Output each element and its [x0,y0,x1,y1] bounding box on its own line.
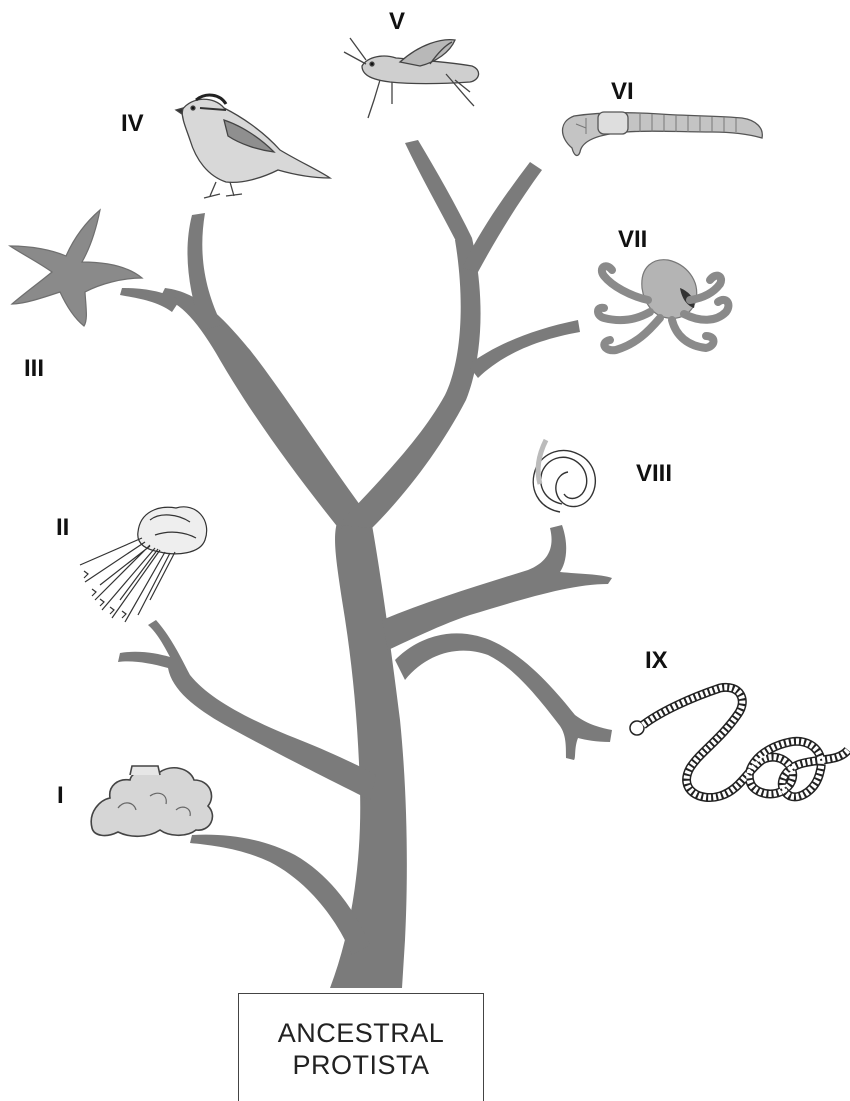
branch-right-main [338,238,481,528]
branch-to-VII [468,320,580,378]
label-IV: IV [121,112,144,136]
jellyfish-icon [80,507,207,622]
ancestral-protista-box: ANCESTRAL PROTISTA [238,993,484,1101]
branch-to-I [190,835,370,955]
label-V: V [389,10,405,34]
label-IX: IX [645,649,668,673]
evolution-tree [118,140,612,988]
branch-to-V [405,140,472,245]
roundworm-icon [533,440,595,512]
branch-to-IX [395,633,612,760]
bird-icon [176,95,330,198]
label-VII: VII [618,228,647,252]
root-label-line1: ANCESTRAL [278,1018,445,1050]
earthworm-icon [563,112,763,155]
label-VIII: VIII [636,462,672,486]
root-label-line2: PROTISTA [292,1050,429,1082]
branch-to-VI [462,162,542,272]
label-III: III [24,357,44,381]
label-VI: VI [611,80,634,104]
sponge-icon [91,766,212,836]
label-II: II [56,516,69,540]
octopus-icon [598,260,728,351]
starfish-icon [10,210,142,326]
branch-left-main [160,288,360,530]
label-I: I [57,784,64,808]
tapeworm-icon [630,687,848,797]
grasshopper-icon [344,38,479,118]
branch-to-VIII [382,525,612,650]
